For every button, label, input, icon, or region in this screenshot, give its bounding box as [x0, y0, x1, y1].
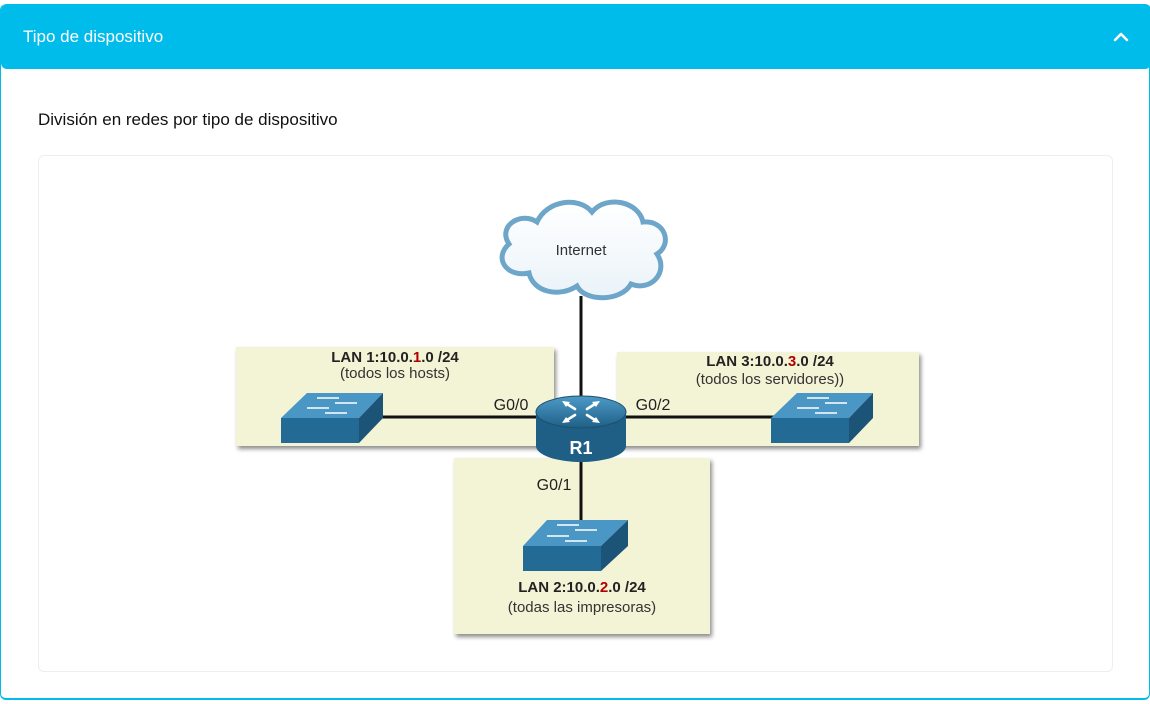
lan1-description: (todos los hosts) — [340, 365, 450, 382]
interface-g0-2-label: G0/2 — [636, 397, 671, 414]
switch-lan3-icon — [771, 393, 873, 443]
internet-cloud-icon: Internet — [499, 199, 668, 301]
diagram-container: Internet R1 — [38, 155, 1113, 672]
lan2-address-label: LAN 2:10.0.2.0 /24 — [518, 579, 646, 596]
lan3-address-label: LAN 3:10.0.3.0 /24 — [706, 353, 834, 370]
router-label: R1 — [569, 438, 592, 458]
interface-g0-1-label: G0/1 — [537, 477, 572, 494]
network-diagram: Internet R1 — [236, 199, 919, 634]
accordion-title: Tipo de dispositivo — [23, 26, 164, 46]
internet-label: Internet — [556, 242, 608, 259]
accordion-panel: Tipo de dispositivo División en redes po… — [0, 4, 1150, 700]
lan3-description: (todos los servidores)) — [696, 371, 844, 388]
accordion-header[interactable]: Tipo de dispositivo — [1, 4, 1150, 69]
interface-g0-0-label: G0/0 — [494, 397, 529, 414]
section-title: División en redes por tipo de dispositiv… — [38, 110, 338, 129]
switch-lan1-icon — [281, 393, 383, 443]
switch-lan2-icon — [523, 520, 628, 571]
lan2-description: (todas las impresoras) — [508, 599, 656, 616]
lan1-address-label: LAN 1:10.0.1.0 /24 — [331, 349, 459, 366]
chevron-up-icon[interactable] — [1101, 17, 1141, 57]
router-r1-icon: R1 — [535, 395, 627, 462]
